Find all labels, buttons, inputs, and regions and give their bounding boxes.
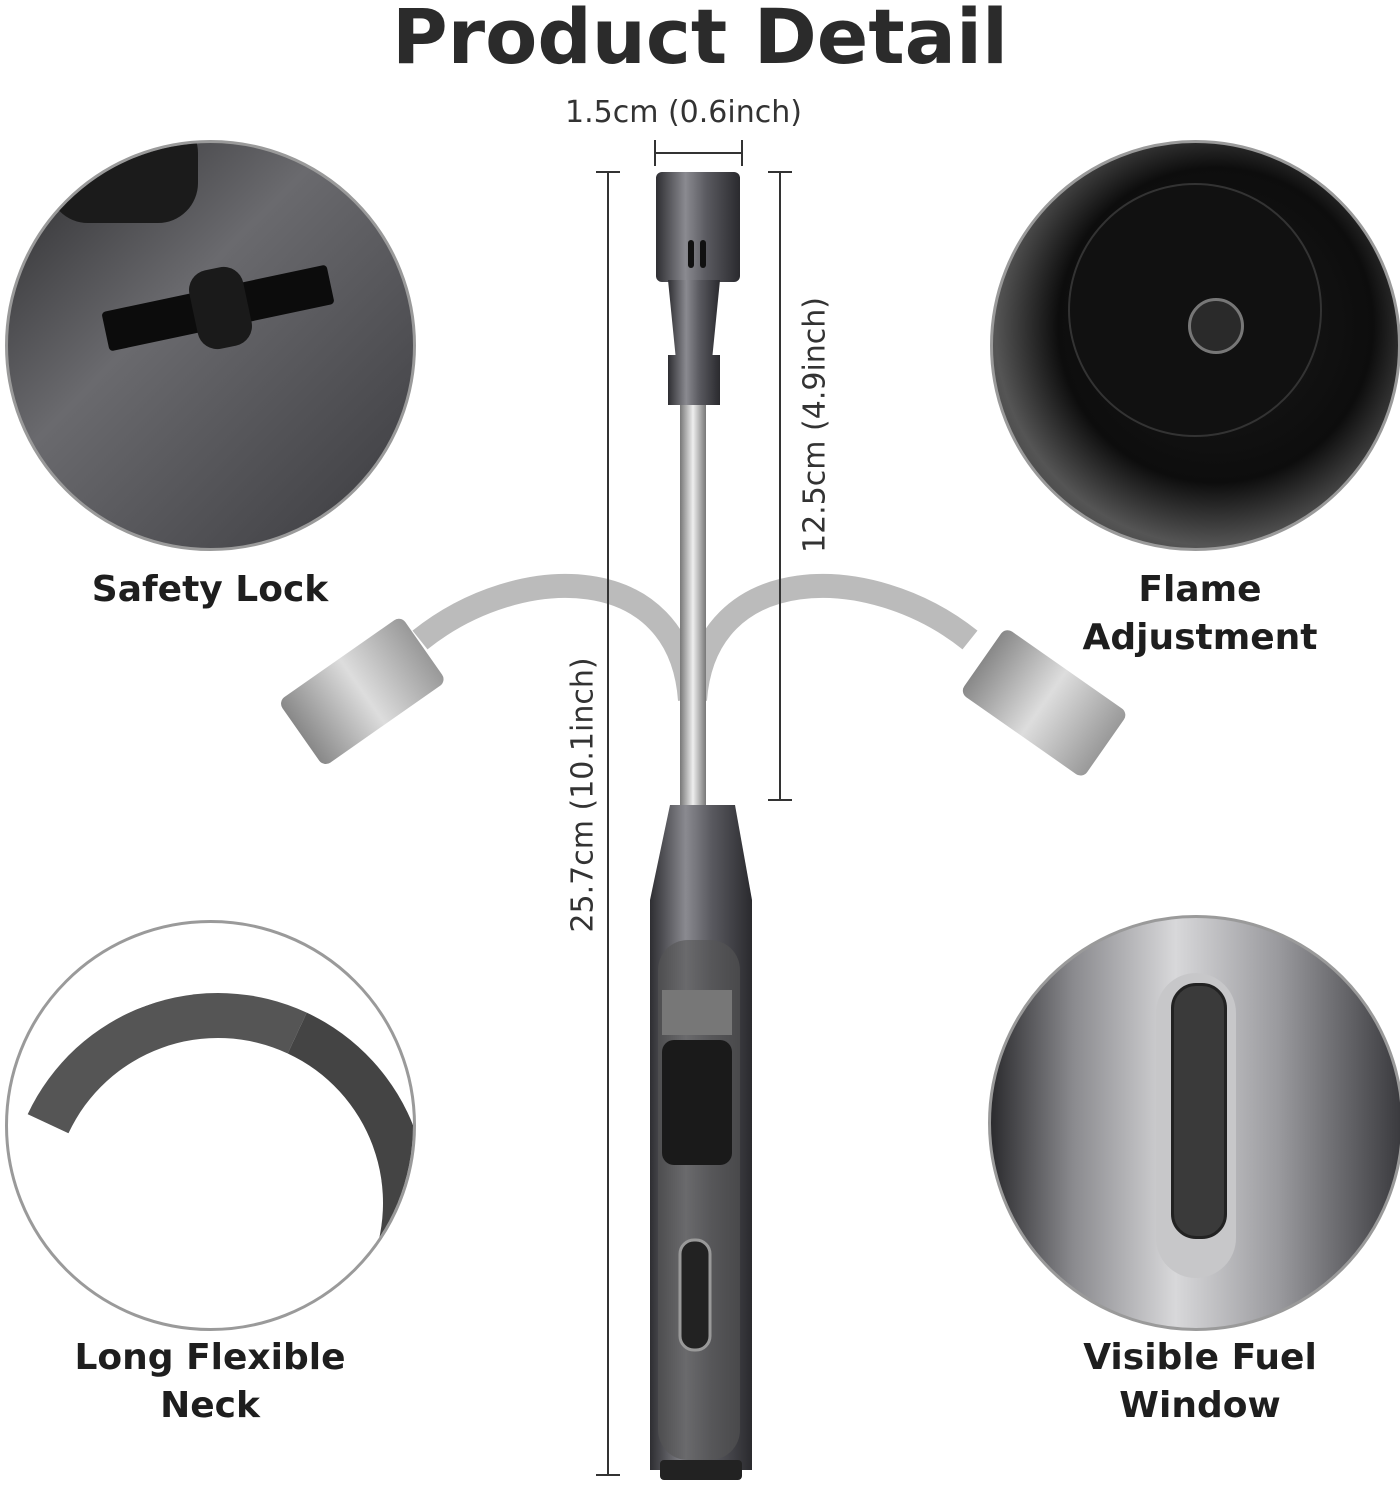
left-bent-head [281, 618, 444, 765]
page-title: Product Detail [391, 0, 1009, 81]
right-bent-head [962, 630, 1126, 776]
flexible-neck-detail-image [5, 920, 416, 1331]
feature-label-line: Adjustment [1082, 617, 1318, 658]
left-bent-neck [412, 573, 702, 702]
feature-label-line: Visible Fuel [1083, 1337, 1317, 1378]
safety-lock-detail-image [5, 140, 416, 551]
total-length-label: 25.7cm (10.1inch) [565, 657, 601, 933]
right-bent-neck [683, 573, 978, 702]
feature-label-line: Window [1119, 1385, 1281, 1426]
fuel-window-detail-image [988, 915, 1400, 1331]
head-nozzle [656, 172, 740, 282]
fuel-window [678, 1238, 712, 1352]
feature-label-line: Safety Lock [91, 569, 329, 610]
feature-label-line: Flame [1138, 569, 1262, 610]
neck-length-label: 12.5cm (4.9inch) [797, 296, 833, 554]
ignition-button [662, 1040, 732, 1165]
feature-label-safety-lock: Safety Lock [0, 566, 420, 614]
flame-adjustment-detail-image [990, 140, 1400, 551]
feature-label-line: Long Flexible [74, 1337, 346, 1378]
feature-label-line: Neck [160, 1385, 260, 1426]
head-width-label: 1.5cm (0.6inch) [565, 95, 802, 130]
